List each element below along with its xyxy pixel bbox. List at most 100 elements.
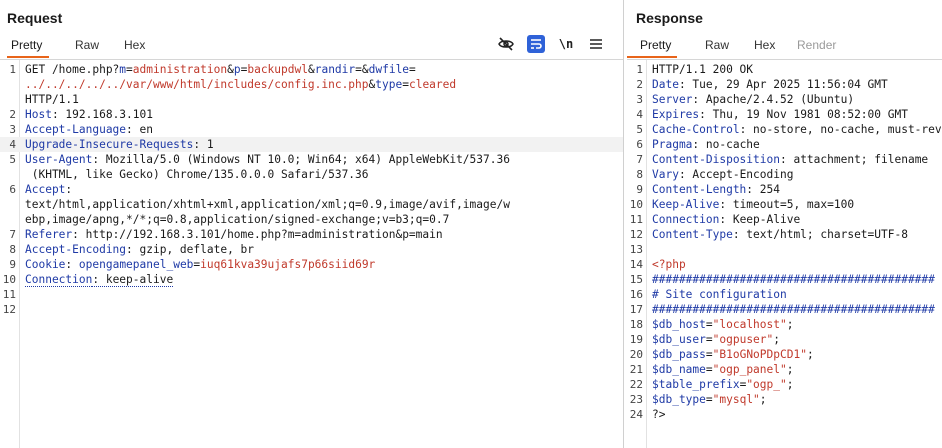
response-tab-hex[interactable]: Hex xyxy=(754,38,776,52)
response-code-line[interactable]: 17######################################… xyxy=(627,302,942,317)
code-token: = xyxy=(126,63,133,76)
code-token: User-Agent xyxy=(25,153,93,166)
response-code-line[interactable]: 6 Pragma: no-cache xyxy=(627,137,942,152)
line-number: 21 xyxy=(629,363,643,376)
line-number: 6 xyxy=(9,183,16,196)
response-code-line[interactable]: 18$db_host="localhost"; xyxy=(627,317,942,332)
response-code-line[interactable]: 15######################################… xyxy=(627,272,942,287)
response-code-line[interactable]: 13 xyxy=(627,242,942,257)
menu-icon[interactable] xyxy=(581,34,611,54)
response-code-line[interactable]: 14<?php xyxy=(627,257,942,272)
line-number: 4 xyxy=(636,108,643,121)
request-tab-pretty[interactable]: Pretty xyxy=(7,34,49,58)
line-text: $db_host="localhost"; xyxy=(647,317,942,332)
code-token: text/html,application/xhtml+xml,applicat… xyxy=(25,198,510,211)
code-token: : 254 xyxy=(746,183,780,196)
code-token: Cookie xyxy=(25,258,66,271)
response-code-line[interactable]: 21$db_name="ogp_panel"; xyxy=(627,362,942,377)
response-code-line[interactable]: 22$table_prefix="ogp_"; xyxy=(627,377,942,392)
response-tab-pretty[interactable]: Pretty xyxy=(627,34,677,58)
response-code-line[interactable]: 5 Cache-Control: no-store, no-cache, must… xyxy=(627,122,942,137)
response-code-line[interactable]: 16# Site configuration xyxy=(627,287,942,302)
code-token: = xyxy=(402,78,409,91)
code-token: : gzip, deflate, br xyxy=(126,243,255,256)
response-tab-render[interactable]: Render xyxy=(797,38,837,52)
request-tab-hex[interactable]: Hex xyxy=(124,38,146,52)
code-token: : no-cache xyxy=(692,138,760,151)
code-token: $db_pass xyxy=(652,348,706,361)
code-token: & xyxy=(368,78,376,91)
response-gutter xyxy=(627,60,647,448)
request-pane: Request Pretty Raw Hex \n xyxy=(0,10,623,448)
response-tab-raw[interactable]: Raw xyxy=(705,38,730,52)
code-token: Content-Disposition xyxy=(652,153,780,166)
code-token: dwfile xyxy=(368,63,410,76)
hide-eye-icon[interactable] xyxy=(491,34,521,54)
code-token: = xyxy=(705,333,713,346)
line-number: 24 xyxy=(629,408,643,421)
code-token: : en xyxy=(126,123,153,136)
line-number: 5 xyxy=(636,123,643,136)
line-number: 12 xyxy=(2,303,16,316)
request-code-line[interactable]: text/html,application/xhtml+xml,applicat… xyxy=(0,197,623,212)
line-number: 5 xyxy=(9,153,16,166)
response-code-line[interactable]: 19$db_user="ogpuser"; xyxy=(627,332,942,347)
line-number: 6 xyxy=(636,138,643,151)
response-code-line[interactable]: 24?> xyxy=(627,407,942,422)
code-token: ; xyxy=(786,378,794,391)
line-text: text/html,application/xhtml+xml,applicat… xyxy=(20,197,623,212)
line-text: ########################################… xyxy=(647,302,942,317)
request-code-line[interactable]: 12 xyxy=(0,302,623,317)
code-token: p xyxy=(233,63,241,76)
line-number: 19 xyxy=(629,333,643,346)
request-gutter xyxy=(0,60,20,448)
code-token: $db_type xyxy=(652,393,706,406)
code-token: Content-Length xyxy=(652,183,747,196)
response-code-line[interactable]: 23$db_type="mysql"; xyxy=(627,392,942,407)
code-token: Accept-Language xyxy=(25,123,127,136)
code-token: = xyxy=(705,348,713,361)
line-text: $db_type="mysql"; xyxy=(647,392,942,407)
response-code-line[interactable]: 20$db_pass="B1oGNoPDpCD1"; xyxy=(627,347,942,362)
request-code-line[interactable]: ebp,image/apng,*/*;q=0.8,application/sig… xyxy=(0,212,623,227)
pane-divider[interactable] xyxy=(623,0,627,448)
line-number: 1 xyxy=(9,63,16,76)
request-code-line[interactable]: 5 User-Agent: Mozilla/5.0 (Windows NT 10.… xyxy=(0,152,623,167)
line-text: Pragma: no-cache xyxy=(647,137,942,152)
request-code-line[interactable]: HTTP/1.1 xyxy=(0,92,623,107)
request-code-line[interactable]: 11 xyxy=(0,287,623,302)
line-text: Cache-Control: no-store, no-cache, must-… xyxy=(647,122,942,137)
wrap-lines-icon[interactable] xyxy=(521,34,551,54)
code-token: : Mozilla/5.0 (Windows NT 10.0; Win64; x… xyxy=(92,153,510,166)
request-tab-raw[interactable]: Raw xyxy=(75,38,100,52)
line-number: 8 xyxy=(636,168,643,181)
request-code-line[interactable]: (KHTML, like Gecko) Chrome/135.0.0.0 Saf… xyxy=(0,167,623,182)
request-code-line[interactable]: ../../../../../var/www/html/includes/con… xyxy=(0,77,623,92)
newline-toggle-icon[interactable]: \n xyxy=(558,37,574,51)
line-number: 20 xyxy=(629,348,643,361)
